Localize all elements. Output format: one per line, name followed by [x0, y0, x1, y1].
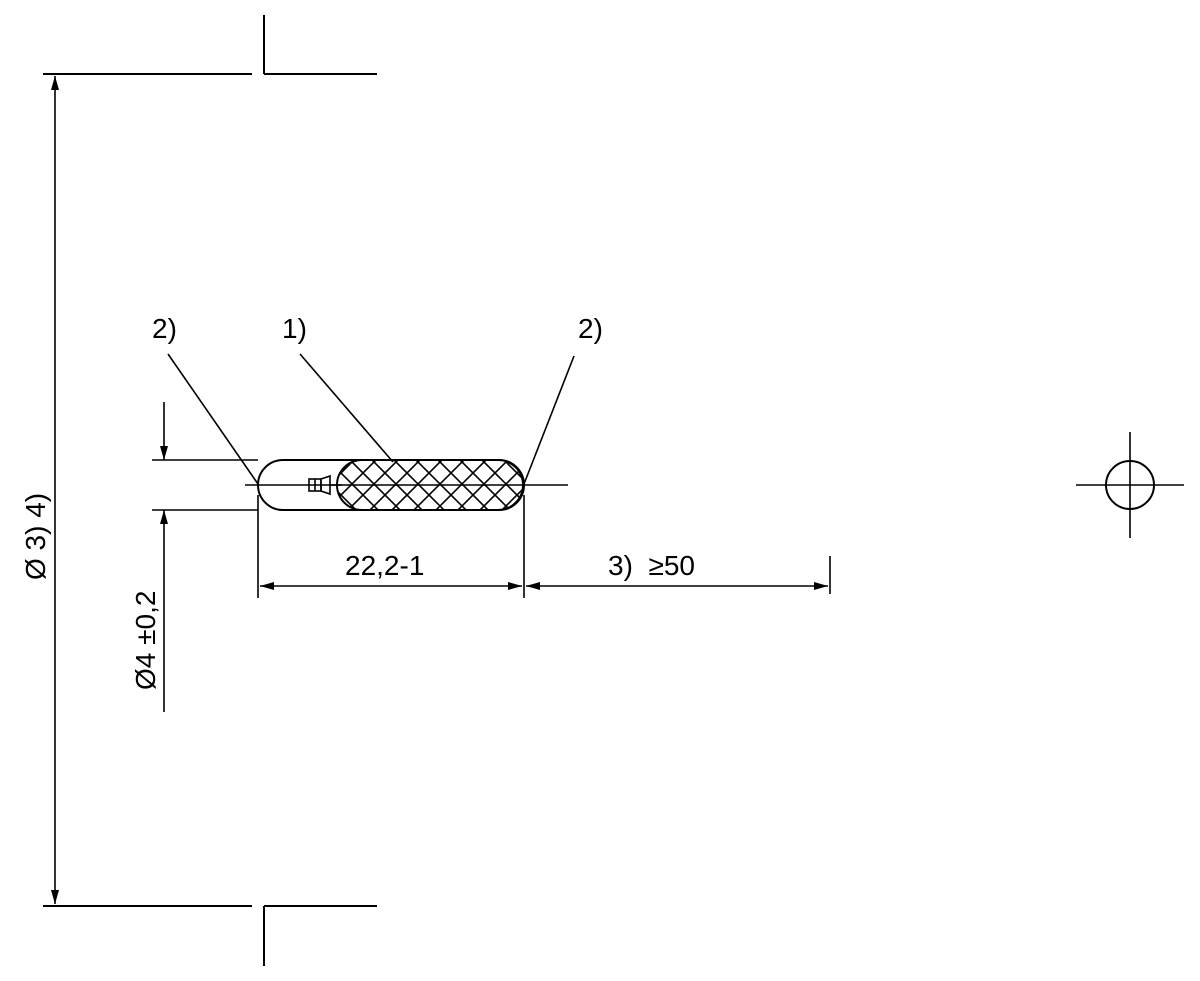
- lead-length-dimension: 3) ≥50: [526, 550, 831, 594]
- body-diameter-label: Ø4 ±0,2: [130, 591, 161, 690]
- contact-stub: [308, 474, 342, 496]
- callout-left: 2): [152, 313, 259, 485]
- top-section-mark: [43, 15, 377, 75]
- outer-diameter-label: Ø 3) 4): [20, 493, 51, 580]
- length-label: 22,2-1: [345, 550, 424, 581]
- svg-text:1): 1): [282, 313, 307, 344]
- svg-text:2): 2): [578, 313, 603, 344]
- projection-symbol-icon: [1076, 432, 1184, 538]
- length-dimension: 22,2-1: [257, 495, 525, 598]
- bottom-section-mark: [43, 905, 377, 966]
- callout-right: 2): [523, 313, 603, 485]
- lead-length-label: 3) ≥50: [608, 550, 695, 581]
- outer-diameter-dimension: Ø 3) 4): [20, 76, 59, 904]
- body-diameter-dimension: Ø4 ±0,2: [130, 402, 258, 712]
- svg-text:2): 2): [152, 313, 177, 344]
- callout-center: 1): [282, 313, 394, 463]
